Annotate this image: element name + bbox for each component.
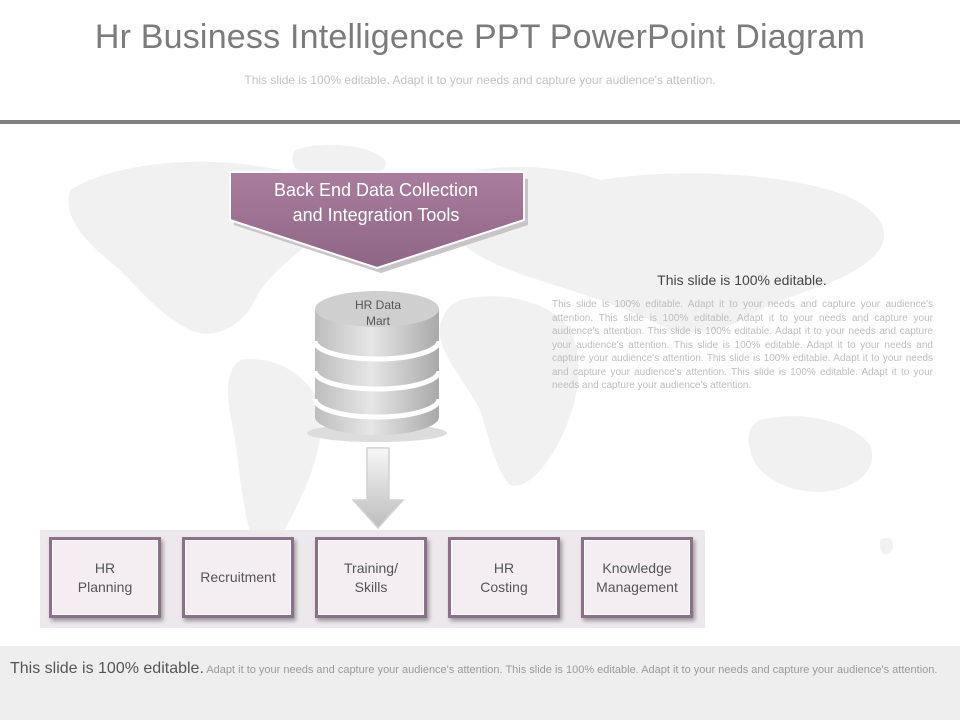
module-label: Recruitment [200,569,276,585]
module-label: HR Planning [77,559,133,595]
slide-title: Hr Business Intelligence PPT PowerPoint … [94,18,866,56]
database-icon [307,291,447,442]
footer-text: This slide is 100% editable. Adapt it to… [10,660,945,679]
slide-subtitle: This slide is 100% editable. Adapt it to… [244,73,716,87]
banner-label: Back End Data Collection and Integration… [236,178,516,228]
module-hr-planning: HR Planning [49,537,161,618]
header-divider [0,120,960,124]
footer-body: Adapt it to your needs and capture your … [206,664,938,676]
module-label: Training/ Skills [344,559,398,595]
database-label: HR Data Mart [354,298,401,328]
module-hr-costing: HR Costing [448,537,560,618]
banner-label-line2: and Integration Tools [292,205,460,225]
down-arrow-icon [351,447,405,530]
footer-bar [0,646,960,720]
footer-lead: This slide is 100% editable. [10,660,204,677]
module-label: HR Costing [480,559,528,595]
side-heading: This slide is 100% editable. [657,272,827,288]
banner-label-line1: Back End Data Collection [273,180,479,200]
module-training-skills: Training/ Skills [315,537,427,618]
banner-arrow-shape [229,171,528,273]
side-body-text: This slide is 100% editable. Adapt it to… [552,299,933,391]
module-recruitment: Recruitment [182,537,294,618]
module-knowledge-management: Knowledge Management [581,537,693,618]
module-label: Knowledge Management [596,559,678,595]
